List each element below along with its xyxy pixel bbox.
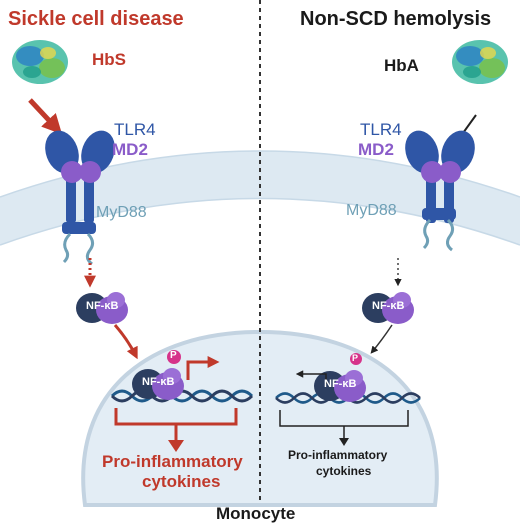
output-arrowhead-right bbox=[339, 438, 349, 446]
output-label-right-line2: cytokines bbox=[316, 464, 372, 478]
nfkb-label-nuclear-right: NF-κB bbox=[324, 378, 357, 390]
cell-type-label: Monocyte bbox=[216, 504, 296, 523]
output-label-right-line1: Pro-inflammatory bbox=[288, 448, 388, 462]
output-label-left-line2: cytokines bbox=[142, 472, 221, 491]
md2-label-right: MD2 bbox=[358, 140, 394, 159]
output-label-left-line1: Pro-inflammatory bbox=[102, 452, 243, 471]
hba-protein-icon bbox=[452, 40, 508, 84]
hbs-protein-icon bbox=[12, 40, 68, 84]
phospho-badge-left bbox=[167, 350, 181, 364]
md2-label-left: MD2 bbox=[112, 140, 148, 159]
output-arrowhead-left bbox=[168, 440, 184, 452]
myd88-adaptor-icon-right bbox=[422, 218, 455, 252]
myd88-adaptor-icon-left bbox=[62, 232, 95, 266]
tlr4-label-right: TLR4 bbox=[360, 120, 402, 139]
transcription-arrow-left bbox=[186, 356, 220, 380]
right-panel-title: Non-SCD hemolysis bbox=[300, 8, 492, 30]
tlr4-label-left: TLR4 bbox=[114, 120, 156, 139]
hba-label: HbA bbox=[384, 56, 419, 75]
myd88-label-left: MyD88 bbox=[96, 204, 147, 221]
hbs-label: HbS bbox=[92, 50, 126, 69]
transcription-arrow-right bbox=[295, 370, 327, 384]
tlr4-md2-receptor-icon-right bbox=[405, 130, 475, 223]
translocation-arrow-right bbox=[370, 324, 393, 354]
hbs-binding-arrow bbox=[28, 98, 63, 135]
tlr4-md2-receptor-icon-left bbox=[45, 130, 115, 234]
nfkb-label-cytoplasm-left: NF-κB bbox=[86, 300, 119, 312]
translocation-arrow-left bbox=[113, 324, 138, 360]
phospho-label-right: P bbox=[352, 353, 359, 363]
nfkb-label-cytoplasm-right: NF-κB bbox=[372, 300, 405, 312]
phospho-badge-right bbox=[350, 353, 362, 365]
nfkb-label-nuclear-left: NF-κB bbox=[142, 376, 175, 388]
myd88-label-right: MyD88 bbox=[346, 202, 397, 219]
phospho-label-left: P bbox=[170, 350, 177, 361]
left-panel-title: Sickle cell disease bbox=[8, 8, 184, 30]
output-bracket-right bbox=[279, 410, 409, 440]
